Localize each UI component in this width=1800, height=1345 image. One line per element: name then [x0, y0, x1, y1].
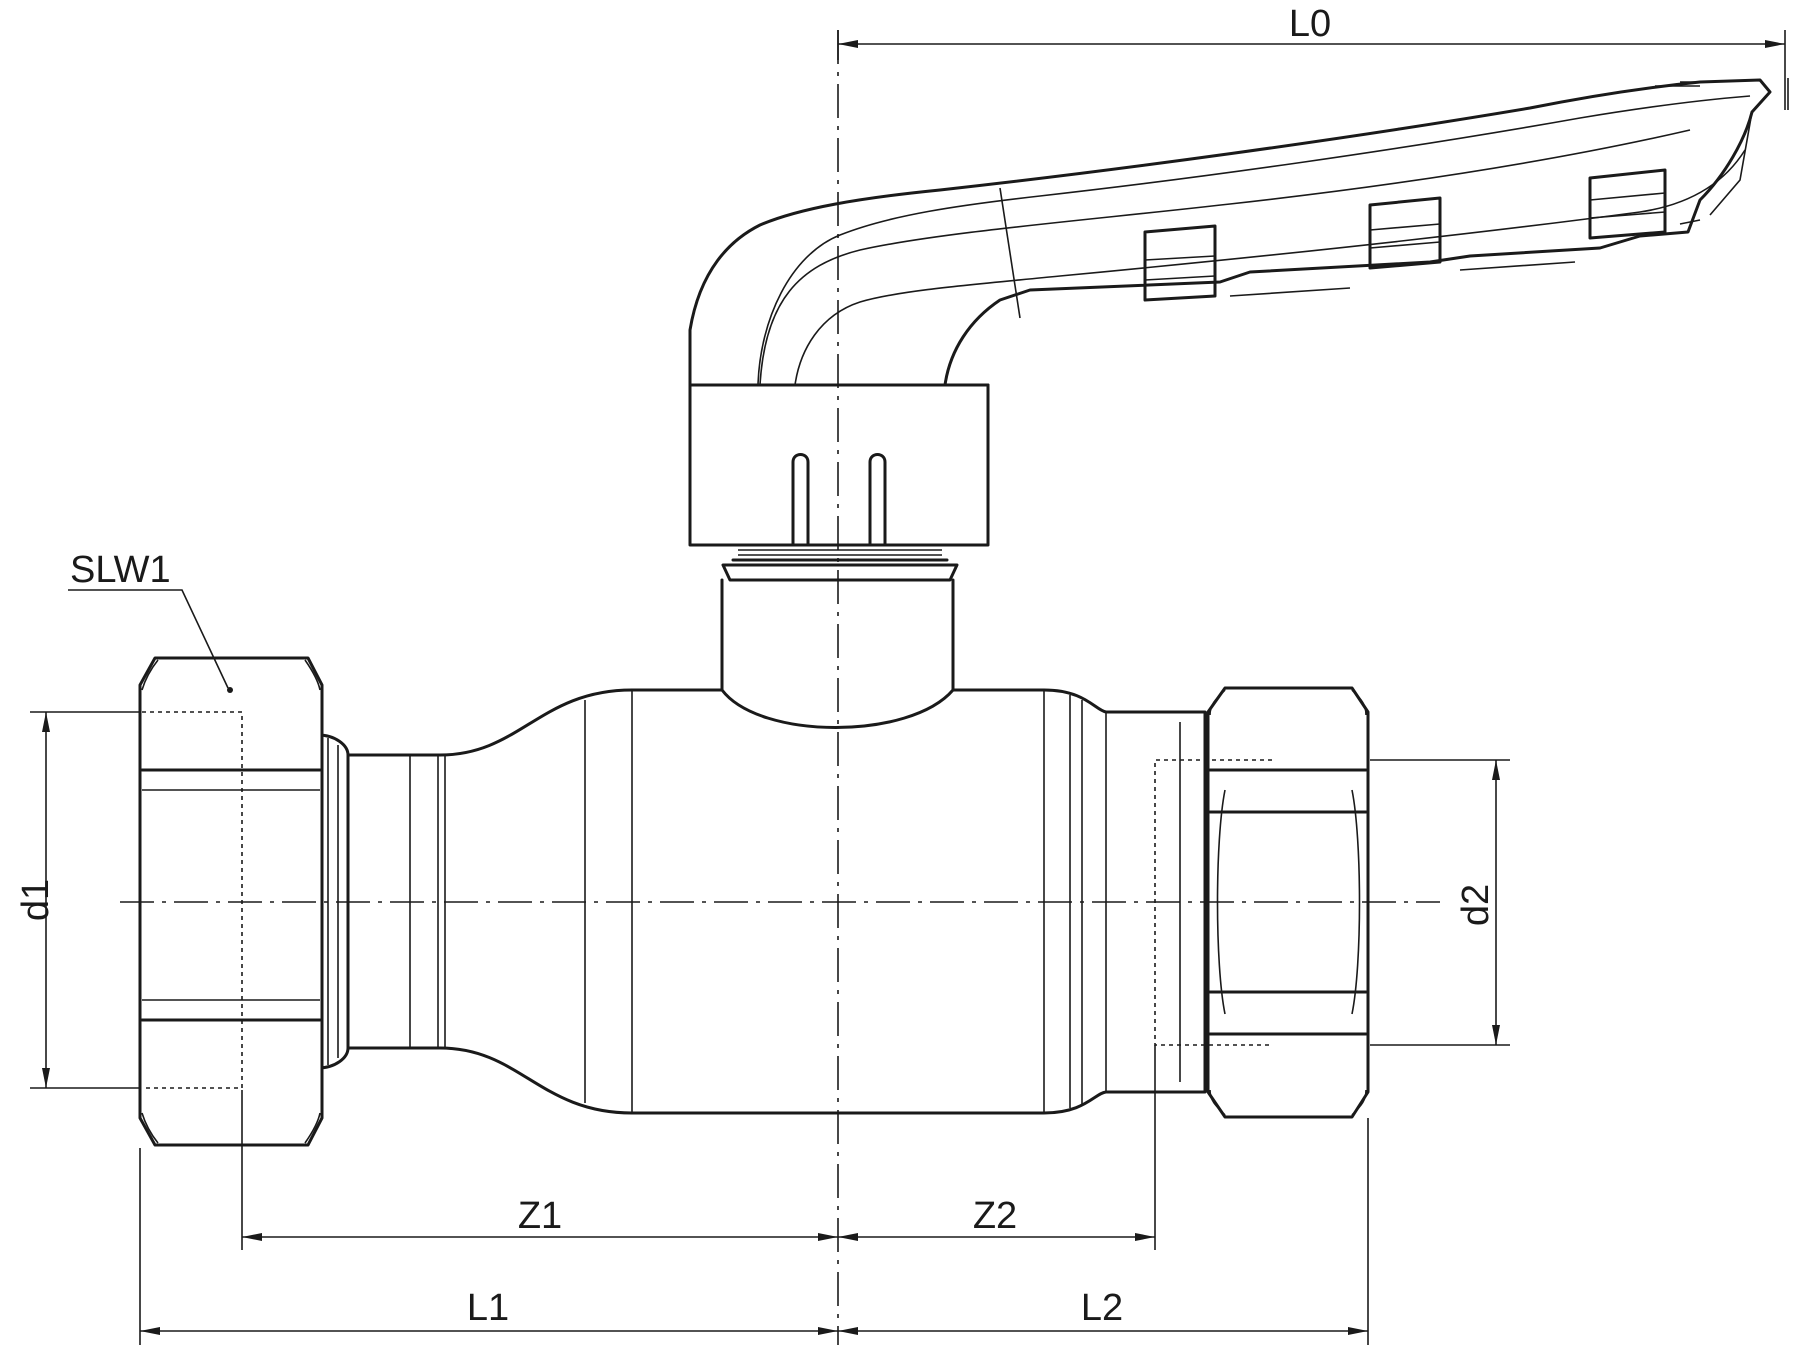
dimension-L0: L0 [837, 3, 1789, 110]
dimension-d2: d2 [1370, 759, 1510, 1046]
label-Z2: Z2 [973, 1195, 1017, 1237]
dimension-d1: d1 [15, 711, 140, 1089]
lever-handle [688, 78, 1772, 547]
label-L1: L1 [467, 1287, 509, 1329]
label-L0: L0 [1289, 3, 1331, 45]
right-union-nut [1154, 686, 1370, 1119]
label-Z1: Z1 [518, 1195, 562, 1237]
dimension-Z1-Z2: Z1 Z2 [241, 1045, 1156, 1250]
label-L2: L2 [1081, 1287, 1123, 1329]
valve-stem [720, 549, 959, 692]
label-d1: d1 [15, 879, 57, 921]
callout-dot [227, 687, 233, 693]
label-d2: d2 [1455, 884, 1497, 926]
center-lines [120, 30, 1440, 1345]
label-SLW1: SLW1 [70, 549, 171, 591]
callout-SLW1: SLW1 [68, 549, 233, 693]
dimension-L1-L2: L1 L2 [139, 1118, 1369, 1345]
